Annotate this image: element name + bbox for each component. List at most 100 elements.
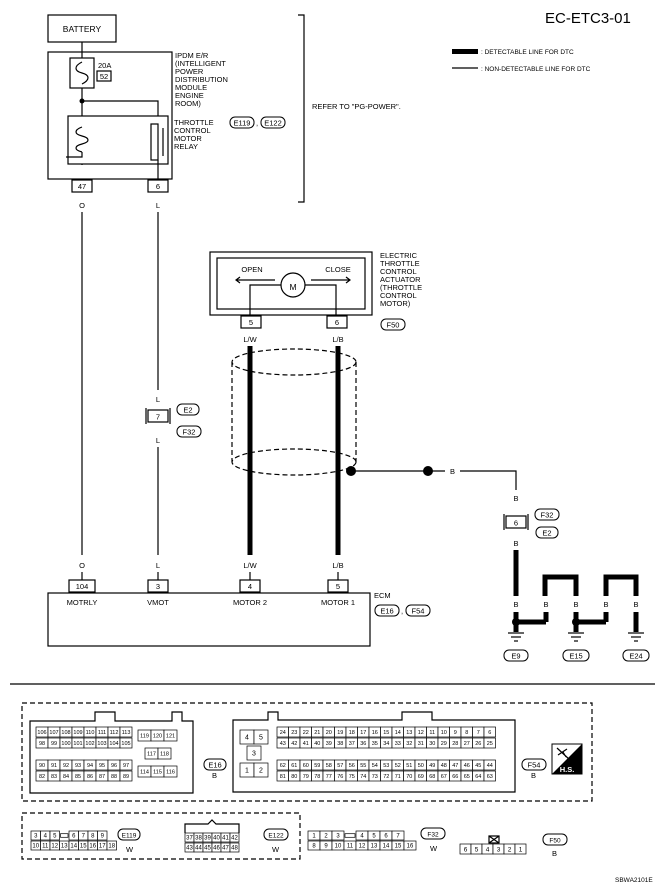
pin-cell (97, 830, 108, 841)
pin-cell (331, 830, 345, 841)
pin-cell (163, 765, 178, 778)
ecm-pin-5 (327, 579, 349, 593)
pin-number: 65 (464, 774, 470, 780)
pin-number: 78 (314, 774, 320, 780)
pin-number: 87 (99, 774, 105, 780)
pin-number: 95 (99, 763, 105, 769)
pin-number: 47 (452, 763, 458, 769)
pin-number: 40 (314, 741, 320, 747)
svg-text:3: 3 (156, 582, 160, 591)
pin-cell (106, 840, 117, 851)
pin-number: 56 (349, 763, 355, 769)
pin-number: 75 (349, 774, 355, 780)
pin-number: 49 (429, 763, 435, 769)
pin-number: 117 (147, 751, 156, 757)
pin-number: 46 (464, 763, 470, 769)
pin-number: 113 (122, 730, 131, 736)
pin-cell (119, 726, 133, 738)
pin-number: 90 (39, 763, 45, 769)
pin-number: 121 (166, 733, 175, 739)
svg-text:B: B (513, 494, 518, 503)
pin-number: 6 (72, 834, 76, 840)
pin-number: 111 (98, 730, 106, 736)
pin-number: 108 (61, 730, 70, 736)
ground-joint-conn-f32: F32 (541, 511, 554, 520)
ecm-pin-4 (239, 579, 261, 593)
pin-number: 66 (452, 774, 458, 780)
pin-number: 13 (61, 844, 68, 850)
svg-text:B: B (513, 539, 518, 548)
pin-number: 12 (359, 844, 366, 850)
pin-number: 45 (475, 763, 481, 769)
pin-number: 9 (324, 844, 328, 850)
pin-number: 70 (406, 774, 412, 780)
pin-number: 29 (441, 741, 447, 747)
pin-number: 40 (213, 836, 220, 842)
pin-number: 82 (39, 774, 45, 780)
pin-number: 88 (111, 774, 117, 780)
pin-number: 107 (49, 730, 58, 736)
pin-blank (344, 833, 356, 838)
fuse-amp: 20A (98, 61, 111, 70)
svg-text:L: L (156, 561, 160, 570)
pin-number: 46 (213, 846, 220, 852)
actuator-pin-6 (326, 315, 348, 329)
svg-text:6: 6 (156, 182, 160, 191)
pin-number: 102 (85, 741, 94, 747)
pin-number: 20 (326, 730, 332, 736)
ipdm-pin-47 (71, 179, 93, 193)
drawing-code: SBWA2101E (615, 877, 653, 884)
actuator-connector: F50 (387, 321, 400, 330)
pin-number: 104 (109, 741, 118, 747)
pin-number: 23 (291, 730, 297, 736)
pin-number: 11 (347, 844, 354, 850)
pin-number: 100 (61, 741, 70, 747)
svg-text:O: O (79, 561, 85, 570)
pin-number: 10 (441, 730, 447, 736)
pin-number: 73 (372, 774, 378, 780)
svg-text:,: , (256, 119, 258, 128)
e122-housing (184, 819, 240, 833)
pin-number: 4 (486, 846, 490, 853)
pin-cell (483, 759, 496, 771)
svg-text:B: B (212, 771, 217, 780)
svg-text:L/W: L/W (243, 561, 257, 570)
pin-number: 92 (63, 763, 69, 769)
pin-cell (514, 843, 527, 855)
pin-number: 81 (280, 774, 286, 780)
refer-text: REFER TO "PG-POWER". (312, 102, 401, 111)
ground-icon-e15 (568, 632, 584, 642)
pin-number: 61 (291, 763, 297, 769)
pin-cell (119, 759, 133, 771)
pin-number: 18 (349, 730, 355, 736)
pin-number: 52 (395, 763, 401, 769)
pin-number: 43 (280, 741, 286, 747)
wire-color-lb: L/B (332, 335, 343, 344)
legend-thick-line (452, 49, 478, 54)
pin-cell (229, 842, 240, 853)
svg-text:W: W (126, 845, 134, 854)
pin-number: 110 (86, 730, 95, 736)
pin-number: 84 (63, 774, 69, 780)
ecm-pin-104 (68, 579, 96, 593)
pin-number: 69 (418, 774, 424, 780)
pin-number: 80 (291, 774, 297, 780)
pin-number: 39 (204, 836, 211, 842)
pin-number: 37 (349, 741, 355, 747)
pin-number: 3 (252, 750, 256, 757)
pin-number: 97 (123, 763, 129, 769)
pin-number: 37 (186, 836, 193, 842)
pin-number: 72 (383, 774, 389, 780)
pin-number: 7 (82, 834, 86, 840)
pin-number: 71 (395, 774, 401, 780)
pin-number: 47 (222, 846, 229, 852)
pin-cell (157, 747, 172, 760)
battery-label: BATTERY (63, 24, 102, 34)
pin-number: 48 (231, 846, 238, 852)
ecm-conn-e16: E16 (380, 607, 393, 616)
pin-cell (253, 729, 269, 745)
pin-number: 62 (280, 763, 286, 769)
pin-number: 106 (37, 730, 46, 736)
pin-number: 74 (360, 774, 366, 780)
